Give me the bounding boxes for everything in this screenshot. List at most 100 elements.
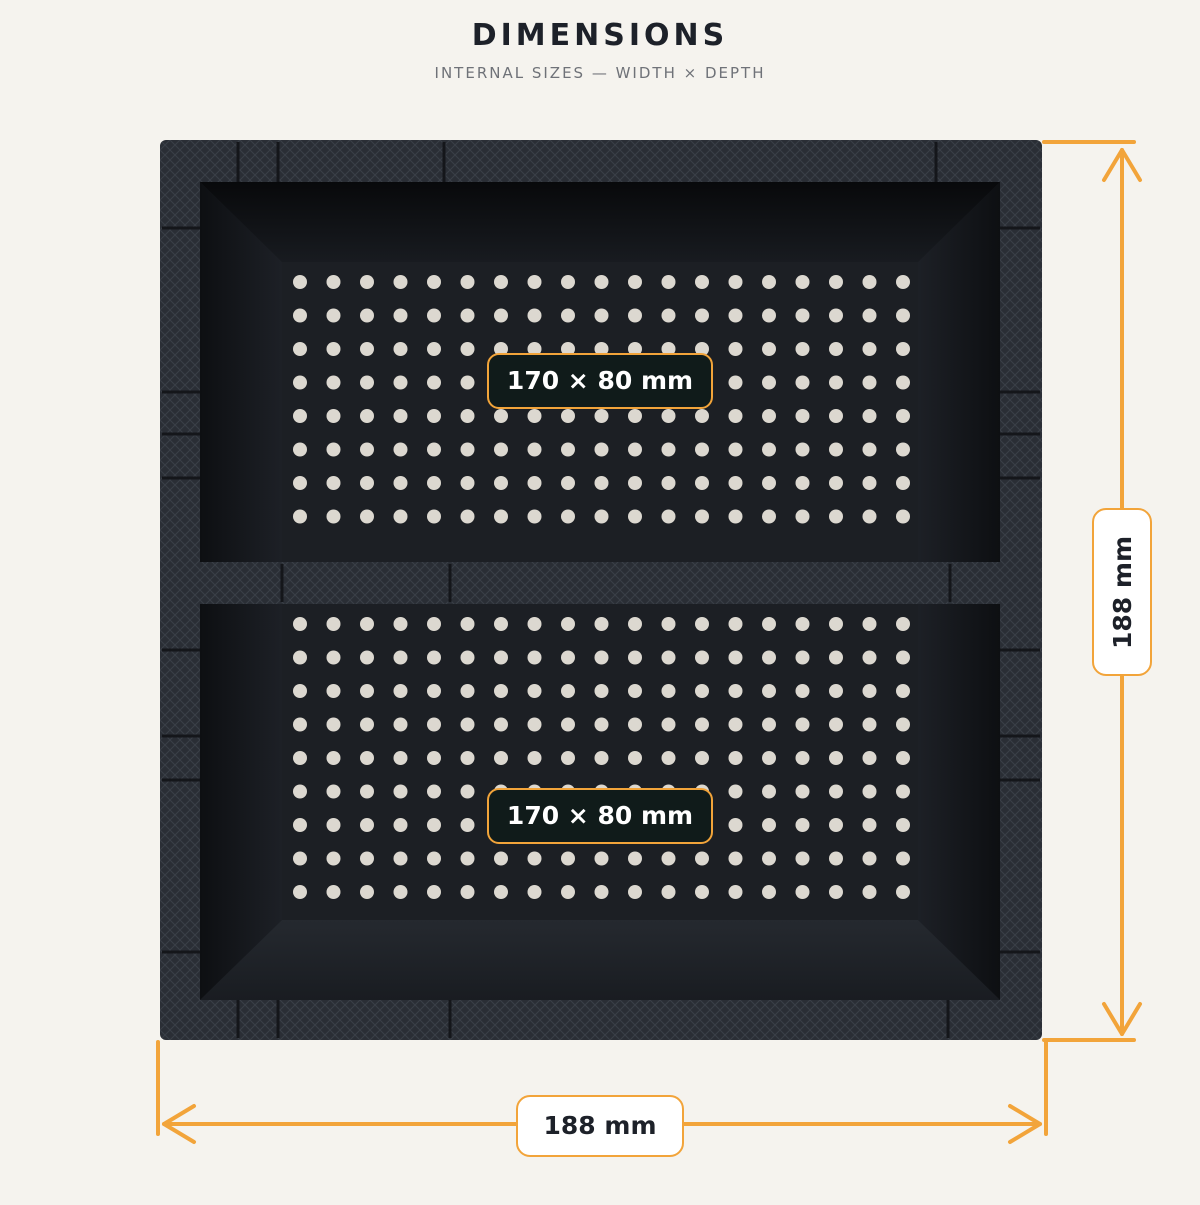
peg-hole — [829, 818, 843, 832]
peg-hole — [561, 617, 575, 631]
peg-hole — [594, 851, 609, 866]
peg-hole — [661, 275, 676, 289]
peg-hole — [762, 650, 776, 665]
peg-hole — [661, 885, 676, 899]
peg-hole — [527, 409, 542, 423]
peg-hole — [326, 784, 341, 799]
peg-hole — [293, 650, 307, 665]
peg-hole — [896, 308, 910, 323]
peg-hole — [695, 442, 709, 457]
peg-hole — [829, 650, 843, 665]
peg-hole — [762, 684, 776, 698]
peg-hole — [862, 851, 877, 866]
peg-hole — [527, 275, 542, 289]
peg-hole — [393, 818, 408, 832]
peg-hole — [695, 342, 709, 356]
peg-hole — [862, 342, 877, 356]
peg-hole — [460, 684, 475, 698]
peg-hole — [427, 342, 441, 356]
peg-hole — [795, 885, 810, 899]
peg-hole — [293, 375, 307, 390]
peg-hole — [427, 885, 441, 899]
peg-hole — [494, 275, 508, 289]
peg-hole — [896, 684, 910, 698]
peg-hole — [628, 442, 642, 457]
peg-hole — [427, 476, 441, 490]
peg-hole — [728, 885, 743, 899]
compartment-top — [200, 182, 1000, 562]
arrow-down-icon — [1102, 1002, 1142, 1036]
peg-hole — [527, 442, 542, 457]
peg-hole — [728, 784, 743, 799]
peg-hole — [829, 275, 843, 289]
peg-hole — [427, 784, 441, 799]
peg-hole — [326, 476, 341, 490]
peg-hole — [728, 818, 743, 832]
peg-hole — [360, 375, 374, 390]
peg-hole — [460, 342, 475, 356]
peg-hole — [393, 342, 408, 356]
peg-hole — [393, 851, 408, 866]
peg-hole — [527, 684, 542, 698]
peg-hole — [561, 851, 575, 866]
peg-hole — [293, 342, 307, 356]
peg-hole — [862, 717, 877, 732]
peg-hole — [829, 851, 843, 866]
peg-hole — [762, 442, 776, 457]
peg-hole — [896, 818, 910, 832]
peg-hole — [829, 409, 843, 423]
peg-hole — [795, 275, 810, 289]
peg-hole — [527, 308, 542, 323]
peg-hole — [829, 342, 843, 356]
peg-hole — [896, 885, 910, 899]
peg-hole — [829, 509, 843, 524]
peg-hole — [896, 717, 910, 732]
peg-hole — [728, 509, 743, 524]
peg-hole — [728, 851, 743, 866]
peg-hole — [460, 650, 475, 665]
peg-hole — [661, 851, 676, 866]
peg-hole — [293, 442, 307, 457]
peg-hole — [326, 751, 341, 765]
peg-hole — [427, 509, 441, 524]
compartment-size-label-bottom: 170 × 80 mm — [487, 788, 713, 844]
peg-hole — [862, 751, 877, 765]
peg-hole — [494, 751, 508, 765]
peg-hole — [393, 275, 408, 289]
peg-hole — [829, 617, 843, 631]
peg-hole — [561, 751, 575, 765]
peg-hole — [829, 442, 843, 457]
peg-hole — [594, 650, 609, 665]
peg-hole — [326, 342, 341, 356]
peg-hole — [862, 409, 877, 423]
peg-hole — [762, 308, 776, 323]
peg-hole — [293, 751, 307, 765]
peg-hole — [628, 342, 642, 356]
peg-hole — [829, 375, 843, 390]
peg-hole — [661, 476, 676, 490]
peg-hole — [494, 717, 508, 732]
peg-hole — [795, 784, 810, 799]
peg-hole — [360, 751, 374, 765]
peg-hole — [360, 684, 374, 698]
peg-hole — [762, 818, 776, 832]
peg-hole — [896, 409, 910, 423]
peg-hole — [561, 275, 575, 289]
peg-hole — [795, 717, 810, 732]
peg-hole — [628, 684, 642, 698]
peg-hole — [628, 409, 642, 423]
peg-hole — [293, 409, 307, 423]
peg-hole — [728, 617, 743, 631]
peg-hole — [661, 751, 676, 765]
peg-hole — [494, 684, 508, 698]
peg-hole — [393, 308, 408, 323]
peg-hole — [293, 275, 307, 289]
peg-hole — [293, 784, 307, 799]
rim-seams — [162, 142, 1040, 1038]
peg-hole — [460, 308, 475, 323]
peg-hole — [460, 617, 475, 631]
peg-hole — [896, 851, 910, 866]
peg-hole — [393, 684, 408, 698]
peg-hole — [795, 751, 810, 765]
peg-hole — [896, 375, 910, 390]
